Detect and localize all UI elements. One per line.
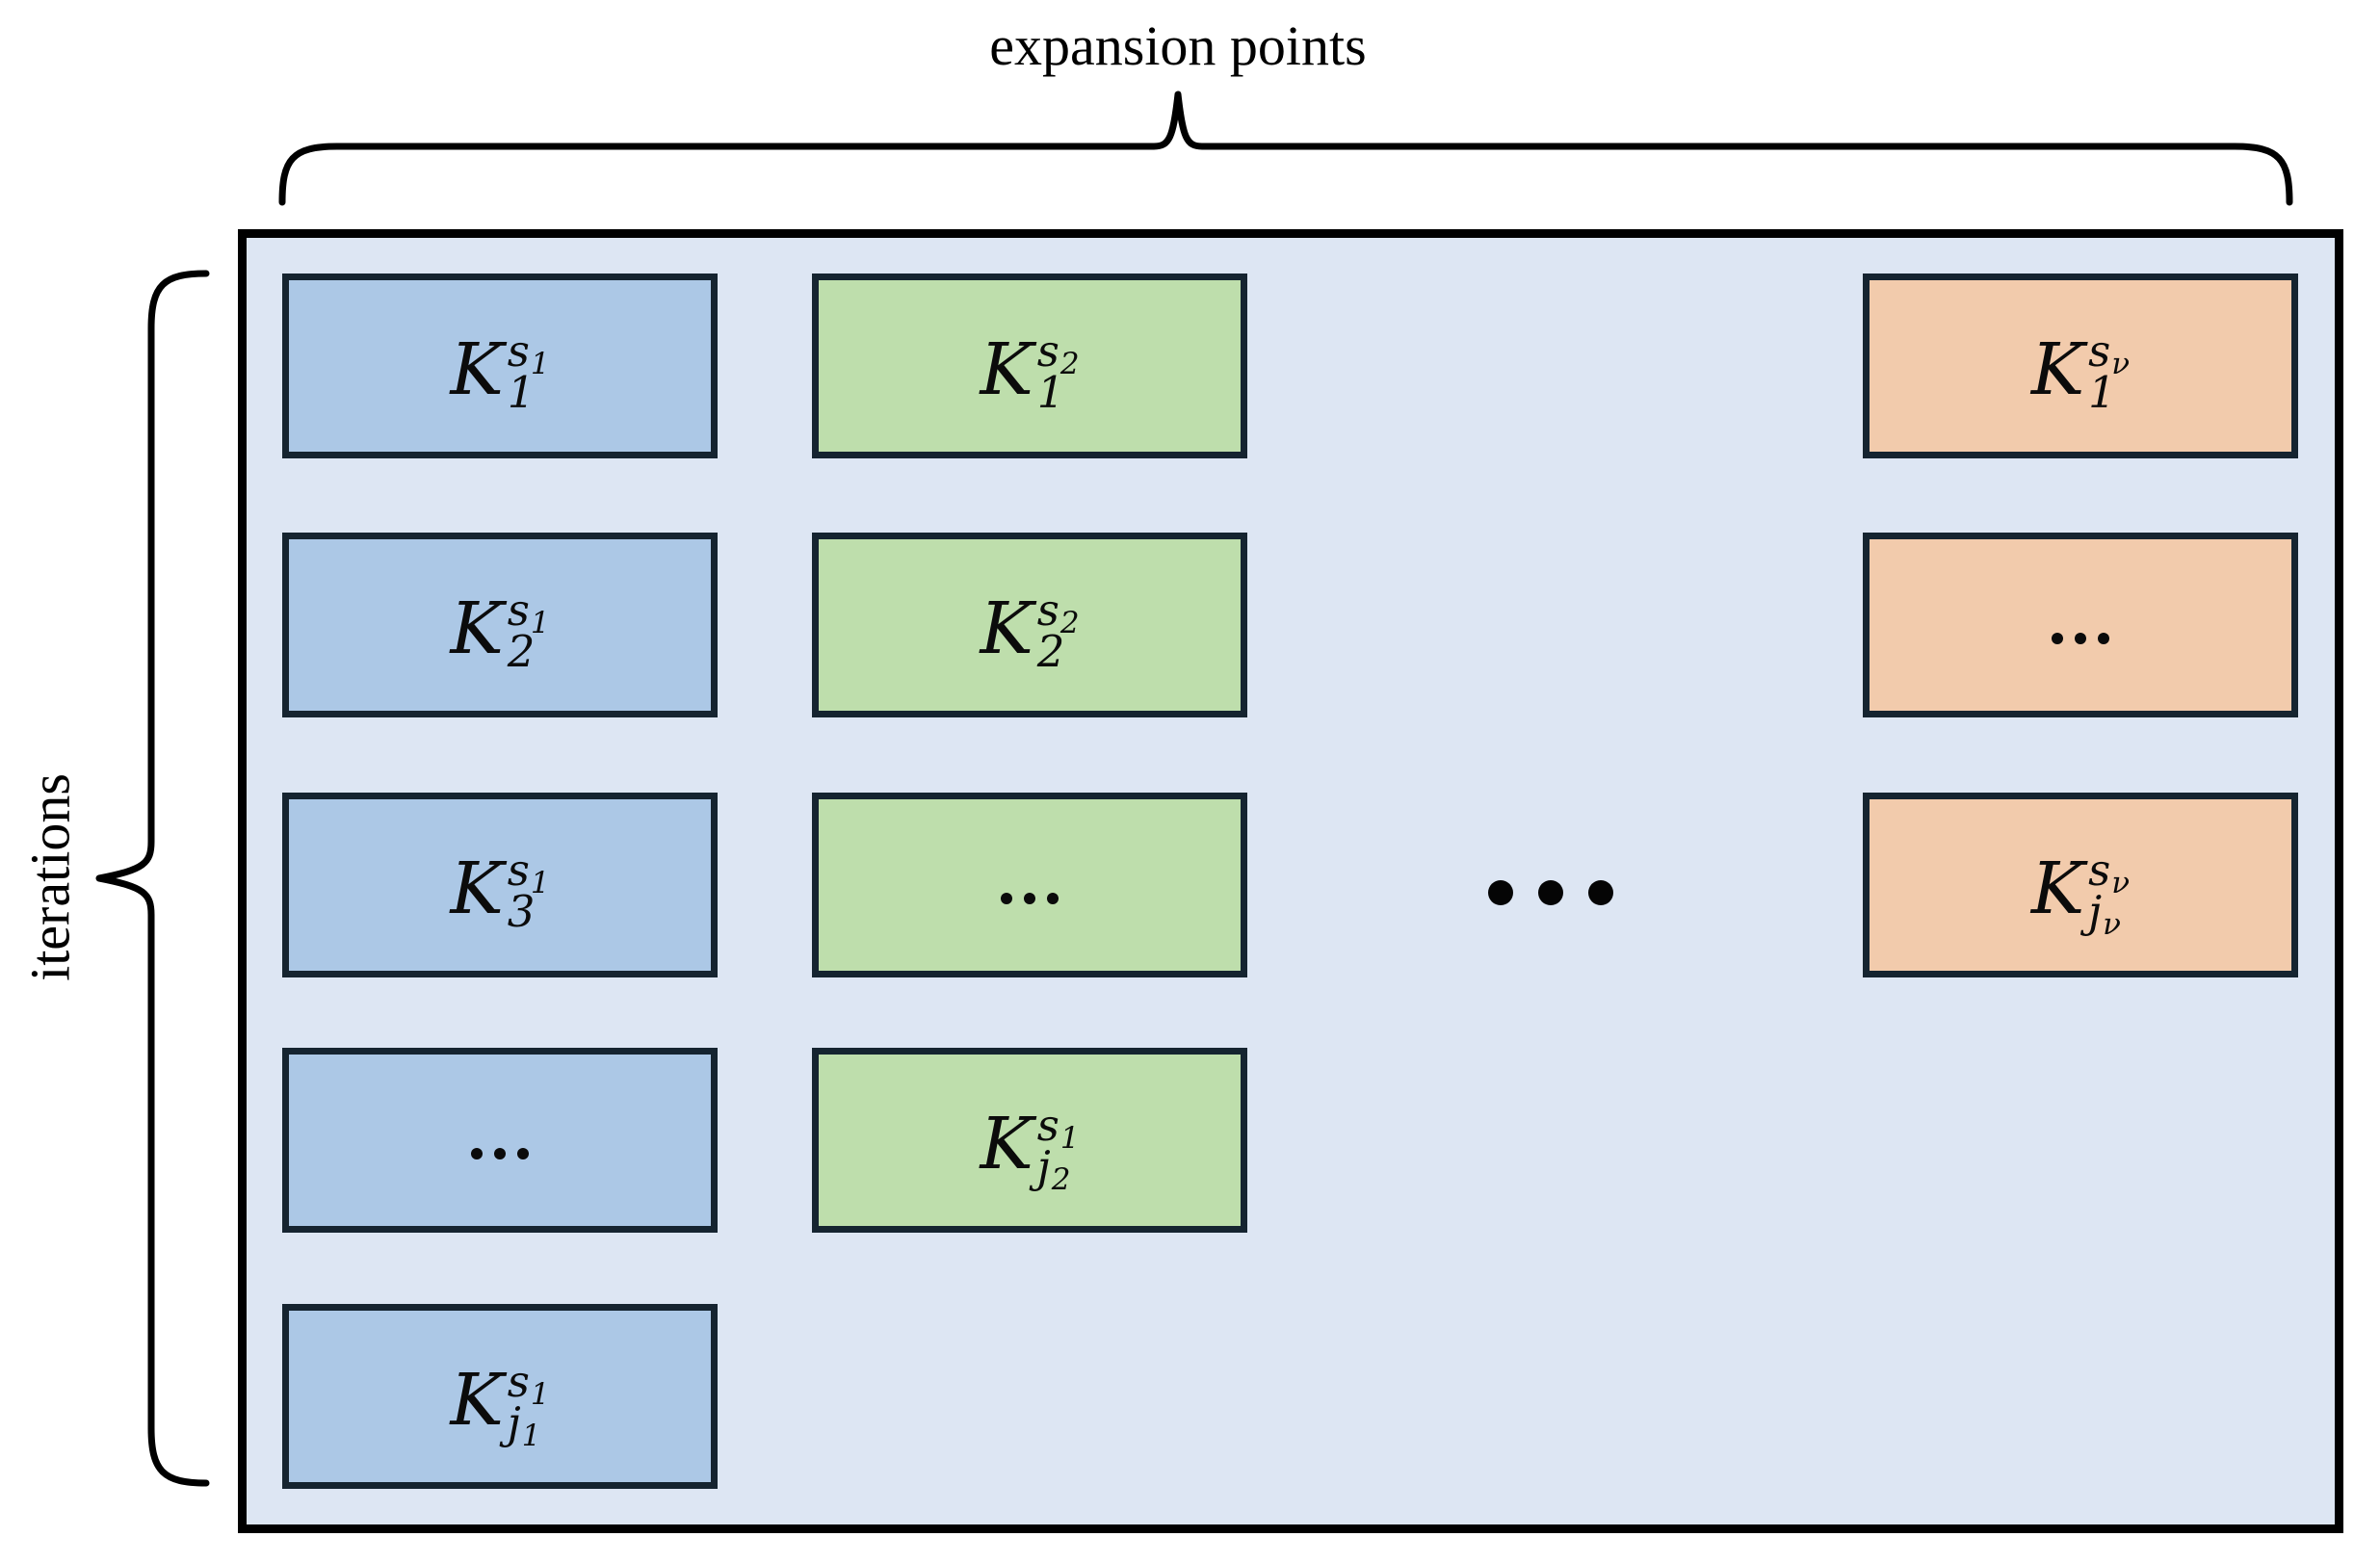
big-dot: [1488, 880, 1513, 905]
big-dot: [1538, 880, 1563, 905]
top-brace: [278, 91, 2293, 206]
cell-ellipsis-dots: [1001, 893, 1059, 904]
iterations-label: iterations: [18, 773, 82, 981]
big-dot: [1588, 880, 1613, 905]
matrix-cell-expansion-point-2-row3: [812, 793, 1247, 977]
expansion-points-label: expansion points: [989, 14, 1367, 77]
left-brace: [95, 270, 210, 1487]
matrix-cell-expansion-point-1-row4: [282, 1048, 718, 1233]
matrix-cell-expansion-point-nu-row2: [1863, 533, 2298, 717]
cell-ellipsis-dots: [2052, 633, 2109, 644]
cell-ellipsis-dots: [471, 1148, 529, 1159]
column-ellipsis-dots: [1488, 880, 1613, 905]
